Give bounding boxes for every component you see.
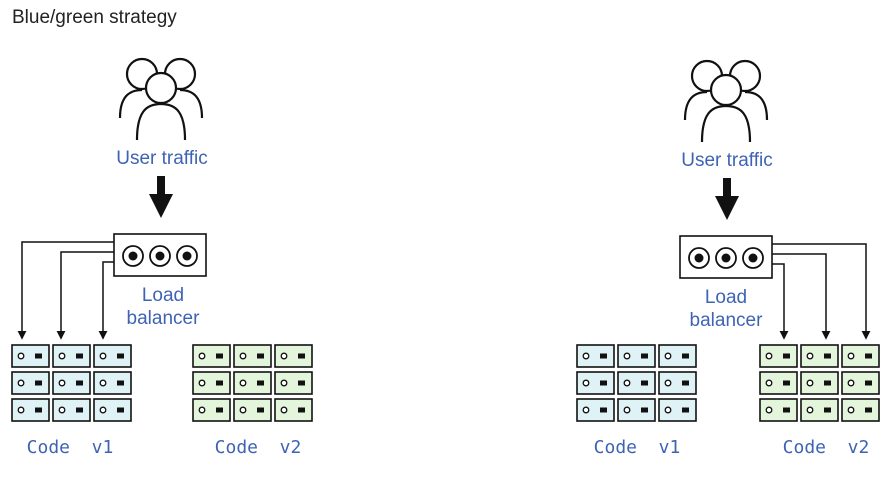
server-rack-icon (841, 344, 880, 368)
server-rack-icon (759, 398, 798, 422)
server-rack-icon (841, 398, 880, 422)
server-rack-icon (658, 398, 697, 422)
server-rack-icon (274, 344, 313, 368)
server-rack-icon (658, 371, 697, 395)
server-rack-icon (617, 398, 656, 422)
load-balancer-label-line2: balancer (127, 308, 201, 329)
panel-left: User traffic Load balancer Code v1 Code (11, 57, 313, 458)
server-rack-icon (800, 398, 839, 422)
down-arrow-icon (715, 178, 739, 220)
load-balancer-label-line1: Load (705, 287, 747, 308)
user-traffic-label: User traffic (681, 150, 773, 171)
server-rack-icon (11, 371, 50, 395)
server-rack-icon (233, 398, 272, 422)
server-rack-icon (52, 398, 91, 422)
code-v2-label: Code v2 (215, 437, 302, 458)
server-rack-icon (576, 344, 615, 368)
server-rack-icon (800, 344, 839, 368)
code-v1-label: Code v1 (594, 437, 681, 458)
down-arrow-icon (149, 176, 173, 218)
server-rack-icon (93, 344, 132, 368)
load-balancer-icon (679, 235, 773, 279)
load-balancer-label-line2: balancer (690, 310, 764, 331)
users-group-icon (118, 57, 204, 141)
server-rack-icon (233, 371, 272, 395)
server-rack-icon (93, 371, 132, 395)
server-rack-icon (576, 398, 615, 422)
server-grid-code-v2 (759, 344, 880, 422)
server-rack-icon (93, 398, 132, 422)
load-balancer-label-line1: Load (142, 285, 184, 306)
server-rack-icon (759, 344, 798, 368)
server-rack-icon (759, 371, 798, 395)
server-grid-code-v2 (192, 344, 313, 422)
panel-right: User traffic Load balancer Code v1 Code … (576, 59, 880, 458)
server-grid-code-v1 (11, 344, 132, 422)
server-rack-icon (11, 344, 50, 368)
server-rack-icon (11, 398, 50, 422)
routing-lines (772, 243, 871, 340)
users-group-icon (683, 59, 769, 143)
routing-lines (17, 241, 114, 340)
server-rack-icon (274, 398, 313, 422)
server-rack-icon (800, 371, 839, 395)
page-title: Blue/green strategy (12, 7, 177, 28)
server-rack-icon (617, 371, 656, 395)
server-rack-icon (52, 344, 91, 368)
load-balancer-icon (113, 233, 207, 277)
server-rack-icon (274, 371, 313, 395)
server-grid-code-v1 (576, 344, 697, 422)
server-rack-icon (192, 344, 231, 368)
server-rack-icon (617, 344, 656, 368)
server-rack-icon (233, 344, 272, 368)
server-rack-icon (52, 371, 91, 395)
server-rack-icon (192, 371, 231, 395)
code-v2-label: Code v2 (783, 437, 870, 458)
server-rack-icon (576, 371, 615, 395)
user-traffic-label: User traffic (116, 148, 208, 169)
server-rack-icon (841, 371, 880, 395)
server-rack-icon (658, 344, 697, 368)
server-rack-icon (192, 398, 231, 422)
code-v1-label: Code v1 (27, 437, 114, 458)
